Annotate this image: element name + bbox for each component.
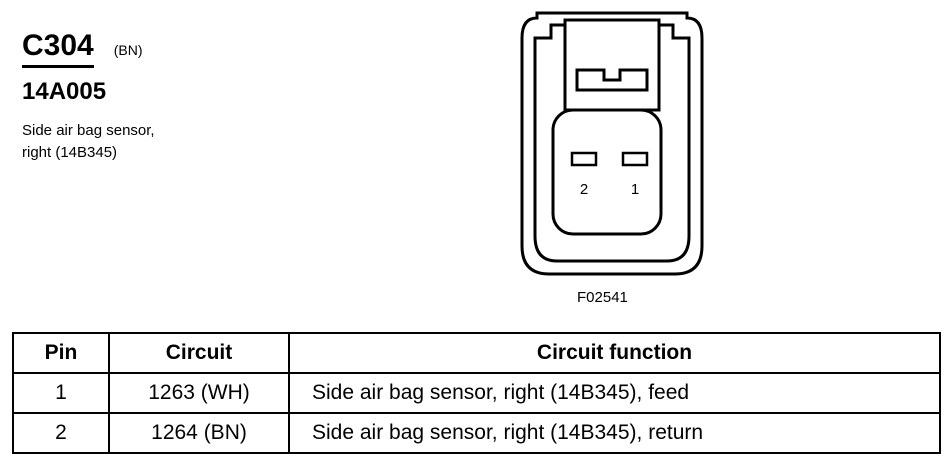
- connector-housing-outer: [520, 11, 704, 276]
- pin-cavity-1: [621, 151, 649, 167]
- circuit-cell: 1264 (BN): [108, 412, 290, 454]
- table-row: 1 1263 (WH) Side air bag sensor, right (…: [12, 372, 941, 414]
- description-line: Side air bag sensor,: [22, 122, 155, 139]
- pin-cell: 2: [12, 412, 110, 454]
- connector-housing-inner: [533, 23, 691, 263]
- figure-code: F02541: [577, 289, 628, 306]
- terminal-face: [551, 108, 663, 236]
- connector-face-diagram: 2 1: [520, 11, 704, 276]
- locking-tab: [563, 18, 661, 112]
- connector-description: Side air bag sensor, right (14B345): [22, 120, 222, 164]
- pin-cavity-2: [570, 151, 598, 167]
- table-row: 2 1264 (BN) Side air bag sensor, right (…: [12, 412, 941, 454]
- pin-label-2: 2: [580, 181, 588, 198]
- table-header-row: Pin Circuit Circuit function: [12, 332, 941, 374]
- description-line: right (14B345): [22, 144, 118, 161]
- connector-id: C304: [22, 28, 94, 68]
- column-header-circuit: Circuit: [108, 332, 290, 374]
- column-header-pin: Pin: [12, 332, 110, 374]
- pin-label-1: 1: [631, 181, 639, 198]
- connector-color: (BN): [113, 42, 143, 58]
- function-cell: Side air bag sensor, right (14B345), ret…: [288, 412, 941, 454]
- pin-table: Pin Circuit Circuit function 1 1263 (WH)…: [12, 332, 941, 454]
- column-header-function: Circuit function: [288, 332, 941, 374]
- pin-cell: 1: [12, 372, 110, 414]
- function-cell: Side air bag sensor, right (14B345), fee…: [288, 372, 941, 414]
- connector-title-row: C304 (BN): [22, 28, 282, 68]
- part-number: 14A005: [22, 78, 107, 105]
- locking-tab-notch: [575, 68, 649, 92]
- circuit-cell: 1263 (WH): [108, 372, 290, 414]
- connector-header: C304 (BN) 14A005 Side air bag sensor, ri…: [22, 28, 282, 164]
